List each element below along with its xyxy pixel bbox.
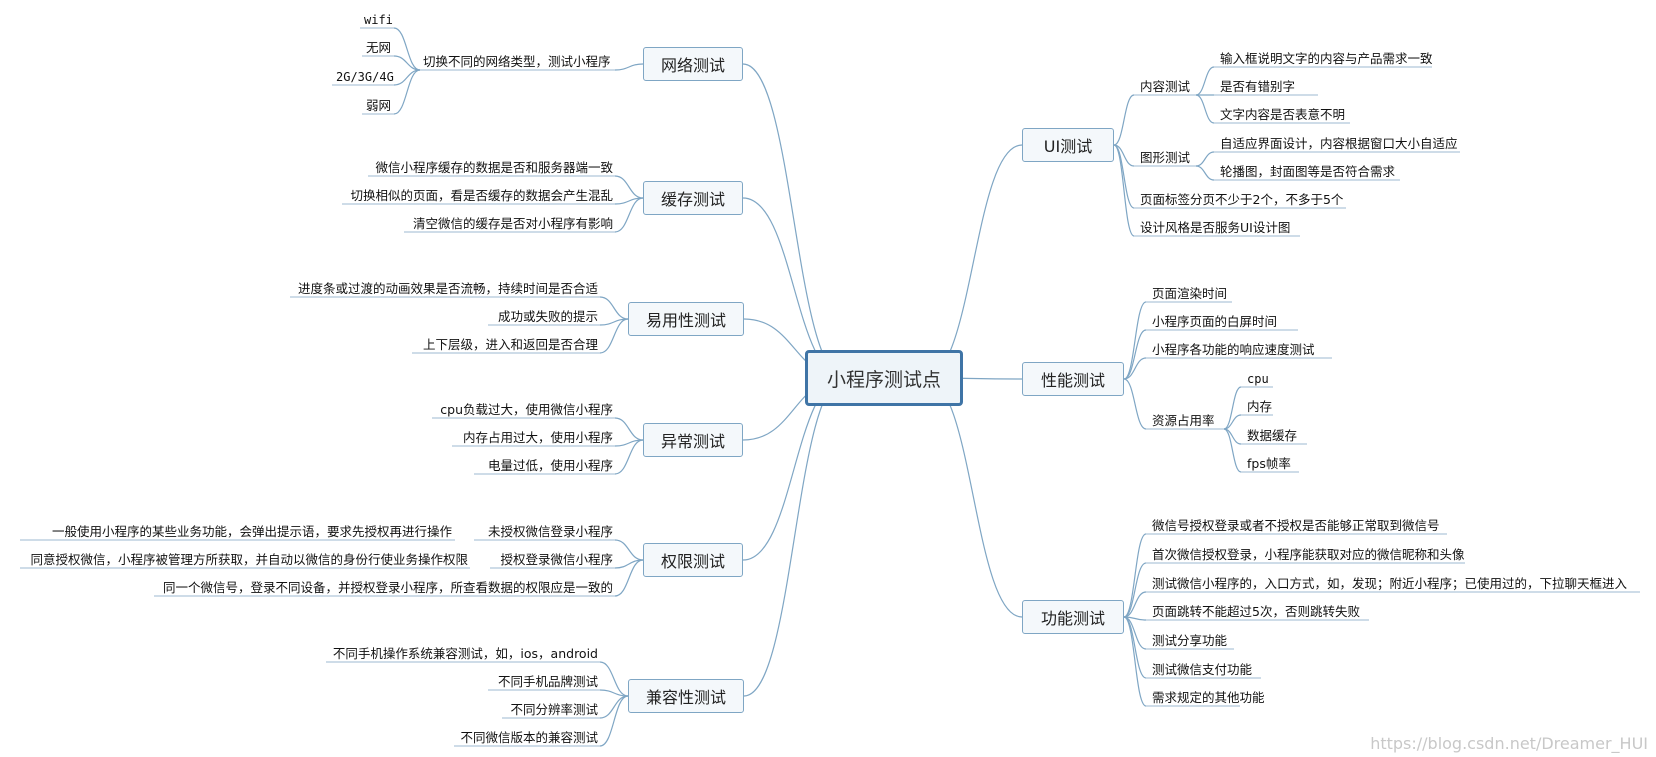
func-leaf-1: 微信号授权登录或者不授权是否能够正常取到微信号 — [1152, 518, 1440, 533]
perf-leaf-data-cache: 数据缓存 — [1247, 428, 1298, 443]
compat-connector-3 — [599, 695, 629, 747]
func-leaf-7: 需求规定的其他功能 — [1152, 690, 1265, 705]
permission-item-3: 同一个微信号，登录不同设备，并授权登录小程序，所查看数据的权限应是一致的 — [162, 580, 613, 595]
perf-leaf-memory: 内存 — [1247, 399, 1273, 414]
network-middle-to-leaf-3 — [393, 69, 421, 115]
perf-resource-connector-0 — [1223, 386, 1242, 430]
ui-group-graphics: 图形测试 — [1140, 150, 1191, 165]
perf-white-screen: 小程序页面的白屏时间 — [1152, 314, 1278, 329]
perf-group-connector-1 — [1123, 329, 1147, 380]
root-to-left-branch-5 — [743, 377, 846, 697]
usability-leaf-3: 上下层级，进入和返回是否合理 — [422, 337, 598, 352]
usability-connector-2 — [599, 318, 629, 354]
compat-leaf-4: 不同微信版本的兼容测试 — [460, 730, 598, 745]
perf-leaf-cpu: cpu — [1247, 372, 1269, 386]
perf-resource-connector-3 — [1223, 428, 1242, 473]
root-to-right-branch-0 — [924, 144, 1023, 379]
network-leaf-no-network: 无网 — [366, 40, 392, 55]
perf-response-speed: 小程序各功能的响应速度测试 — [1152, 342, 1315, 357]
func-leaf-2: 首次微信授权登录，小程序能获取对应的微信昵称和头像 — [1152, 547, 1465, 562]
exception-leaf-3: 电量过低，使用小程序 — [487, 458, 613, 473]
ui-content-connector-2 — [1195, 94, 1215, 124]
permission-item-2-detail: 同意授权微信，小程序被管理方所获取，并自动以微信的身份行使业务操作权限 — [30, 552, 468, 567]
compat-connector-0 — [599, 661, 629, 697]
ui-group-content: 内容测试 — [1140, 79, 1191, 94]
network-middle-to-leaf-1 — [393, 55, 421, 71]
ui-design-style: 设计风格是否服务UI设计图 — [1140, 220, 1291, 235]
root-node[interactable]: 小程序测试点 — [805, 350, 963, 406]
ui-graphics-leaf-2: 轮播图，封面图等是否符合需求 — [1220, 164, 1396, 179]
cache-connector-2 — [614, 197, 644, 233]
perf-resource-usage: 资源占用率 — [1152, 413, 1215, 428]
func-connector-0 — [1123, 533, 1147, 618]
usability-leaf-2: 成功或失败的提示 — [497, 309, 598, 324]
ui-content-leaf-1: 输入框说明文字的内容与产品需求一致 — [1220, 51, 1433, 66]
ui-tab-count: 页面标签分页不少于2个，不多于5个 — [1140, 192, 1344, 207]
ui-content-leaf-3: 文字内容是否表意不明 — [1220, 107, 1346, 122]
network-switch-label: 切换不同的网络类型，测试小程序 — [423, 54, 611, 69]
branch-compatibility-test[interactable]: 兼容性测试 — [628, 679, 744, 713]
branch-exception-test[interactable]: 异常测试 — [643, 423, 743, 457]
cache-leaf-2: 切换相似的页面，看是否缓存的数据会产生混乱 — [350, 188, 613, 203]
cache-leaf-1: 微信小程序缓存的数据是否和服务器端一致 — [375, 160, 613, 175]
permission-connector-0 — [614, 539, 644, 561]
branch-performance-test[interactable]: 性能测试 — [1022, 362, 1124, 396]
branch-network-test[interactable]: 网络测试 — [643, 47, 743, 81]
func-connector-1 — [1123, 562, 1147, 618]
branch-cache-test[interactable]: 缓存测试 — [643, 181, 743, 215]
perf-resource-connector-1 — [1223, 414, 1242, 430]
branch-permission-test[interactable]: 权限测试 — [643, 543, 743, 577]
func-leaf-5: 测试分享功能 — [1152, 633, 1228, 648]
network-leaf-wifi: wifi — [364, 13, 393, 27]
func-connector-6 — [1123, 616, 1147, 707]
permission-item-1: 未授权微信登录小程序 — [487, 524, 613, 539]
func-leaf-4: 页面跳转不能超过5次，否则跳转失败 — [1152, 604, 1360, 619]
func-leaf-6: 测试微信支付功能 — [1152, 662, 1253, 677]
compat-leaf-3: 不同分辨率测试 — [510, 702, 598, 717]
func-connector-2 — [1123, 591, 1147, 618]
ui-graphics-connector-0 — [1195, 151, 1215, 167]
ui-group-connector-3 — [1113, 144, 1135, 237]
perf-group-connector-2 — [1123, 357, 1147, 380]
exception-connector-0 — [614, 417, 644, 441]
watermark-text: https://blog.csdn.net/Dreamer_HUI — [1370, 734, 1648, 753]
network-middle-to-leaf-0 — [393, 27, 421, 71]
perf-render-time: 页面渲染时间 — [1152, 286, 1228, 301]
usability-connector-0 — [599, 296, 629, 320]
exception-leaf-2: 内存占用过大，使用小程序 — [462, 430, 613, 445]
permission-item-2: 授权登录微信小程序 — [500, 552, 613, 567]
compat-connector-2 — [599, 695, 629, 719]
ui-graphics-leaf-1: 自适应界面设计，内容根据窗口大小自适应 — [1220, 136, 1458, 151]
network-leaf-weak: 弱网 — [366, 98, 392, 113]
root-to-right-branch-2 — [924, 377, 1023, 618]
cache-leaf-3: 清空微信的缓存是否对小程序有影响 — [412, 216, 613, 231]
branch-usability-test[interactable]: 易用性测试 — [628, 302, 744, 336]
perf-group-connector-3 — [1123, 378, 1147, 430]
usability-leaf-1: 进度条或过渡的动画效果是否流畅，持续时间是否合适 — [297, 281, 598, 296]
compat-leaf-2: 不同手机品牌测试 — [497, 674, 598, 689]
permission-item-1-detail: 一般使用小程序的某些业务功能，会弹出提示语，要求先授权再进行操作 — [51, 524, 452, 539]
cache-connector-0 — [614, 175, 644, 199]
network-to-middle — [614, 63, 644, 71]
exception-connector-2 — [614, 439, 644, 475]
ui-content-leaf-2: 是否有错别字 — [1220, 79, 1296, 94]
exception-leaf-1: cpu负载过大，使用微信小程序 — [440, 402, 613, 417]
permission-connector-2 — [614, 559, 644, 597]
func-leaf-3: 测试微信小程序的，入口方式，如，发现；附近小程序；已使用过的，下拉聊天框进入 — [1152, 576, 1628, 591]
network-leaf-2g3g4g: 2G/3G/4G — [336, 70, 394, 84]
branch-ui-test[interactable]: UI测试 — [1022, 128, 1114, 162]
branch-function-test[interactable]: 功能测试 — [1022, 600, 1124, 634]
ui-content-connector-0 — [1195, 66, 1215, 96]
compat-leaf-1: 不同手机操作系统兼容测试，如，ios，android — [332, 646, 598, 661]
perf-leaf-fps: fps帧率 — [1247, 456, 1291, 471]
root-to-left-branch-0 — [742, 63, 846, 379]
ui-graphics-connector-1 — [1195, 165, 1215, 181]
ui-group-connector-0 — [1113, 94, 1135, 146]
